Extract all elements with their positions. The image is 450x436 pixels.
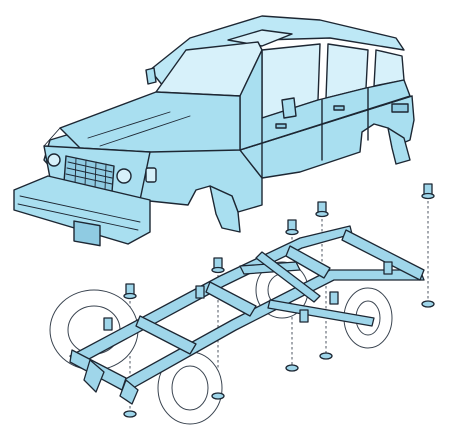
mount-nut bbox=[319, 352, 333, 360]
mount-bolt bbox=[123, 283, 137, 300]
ladder-frame-chassis bbox=[69, 225, 425, 405]
mount-bolt bbox=[315, 201, 329, 218]
rear-fender-flap bbox=[387, 127, 411, 165]
mount-nut bbox=[211, 392, 225, 400]
mount-nut bbox=[421, 300, 435, 308]
mount-bolt bbox=[285, 219, 299, 236]
headlight-right bbox=[116, 168, 132, 184]
crossmember-rear bbox=[341, 229, 425, 281]
crossmember-3 bbox=[205, 281, 257, 317]
front-fender-flap bbox=[209, 185, 241, 233]
grille-slats bbox=[65, 157, 113, 191]
crossmember-2 bbox=[135, 315, 197, 355]
mount-nut bbox=[123, 410, 137, 418]
door-seams bbox=[239, 87, 413, 179]
side-badge bbox=[391, 103, 409, 113]
license-plate bbox=[73, 220, 101, 247]
body-side-rear bbox=[239, 95, 415, 179]
front-bumper bbox=[13, 175, 151, 245]
crossmember-4 bbox=[285, 245, 331, 279]
body-mount-bolts bbox=[123, 183, 435, 418]
mirror-right bbox=[281, 97, 297, 119]
vehicle-body-shell bbox=[13, 15, 415, 247]
mount-bolt bbox=[421, 183, 435, 200]
indicator-light bbox=[145, 167, 157, 183]
mirror-left bbox=[145, 67, 157, 85]
mount-bolt bbox=[211, 257, 225, 274]
hood bbox=[59, 91, 241, 153]
mount-nut bbox=[285, 364, 299, 372]
frame-rail-right bbox=[119, 269, 425, 393]
headlight-left bbox=[47, 153, 61, 167]
rear-axle bbox=[267, 299, 375, 327]
